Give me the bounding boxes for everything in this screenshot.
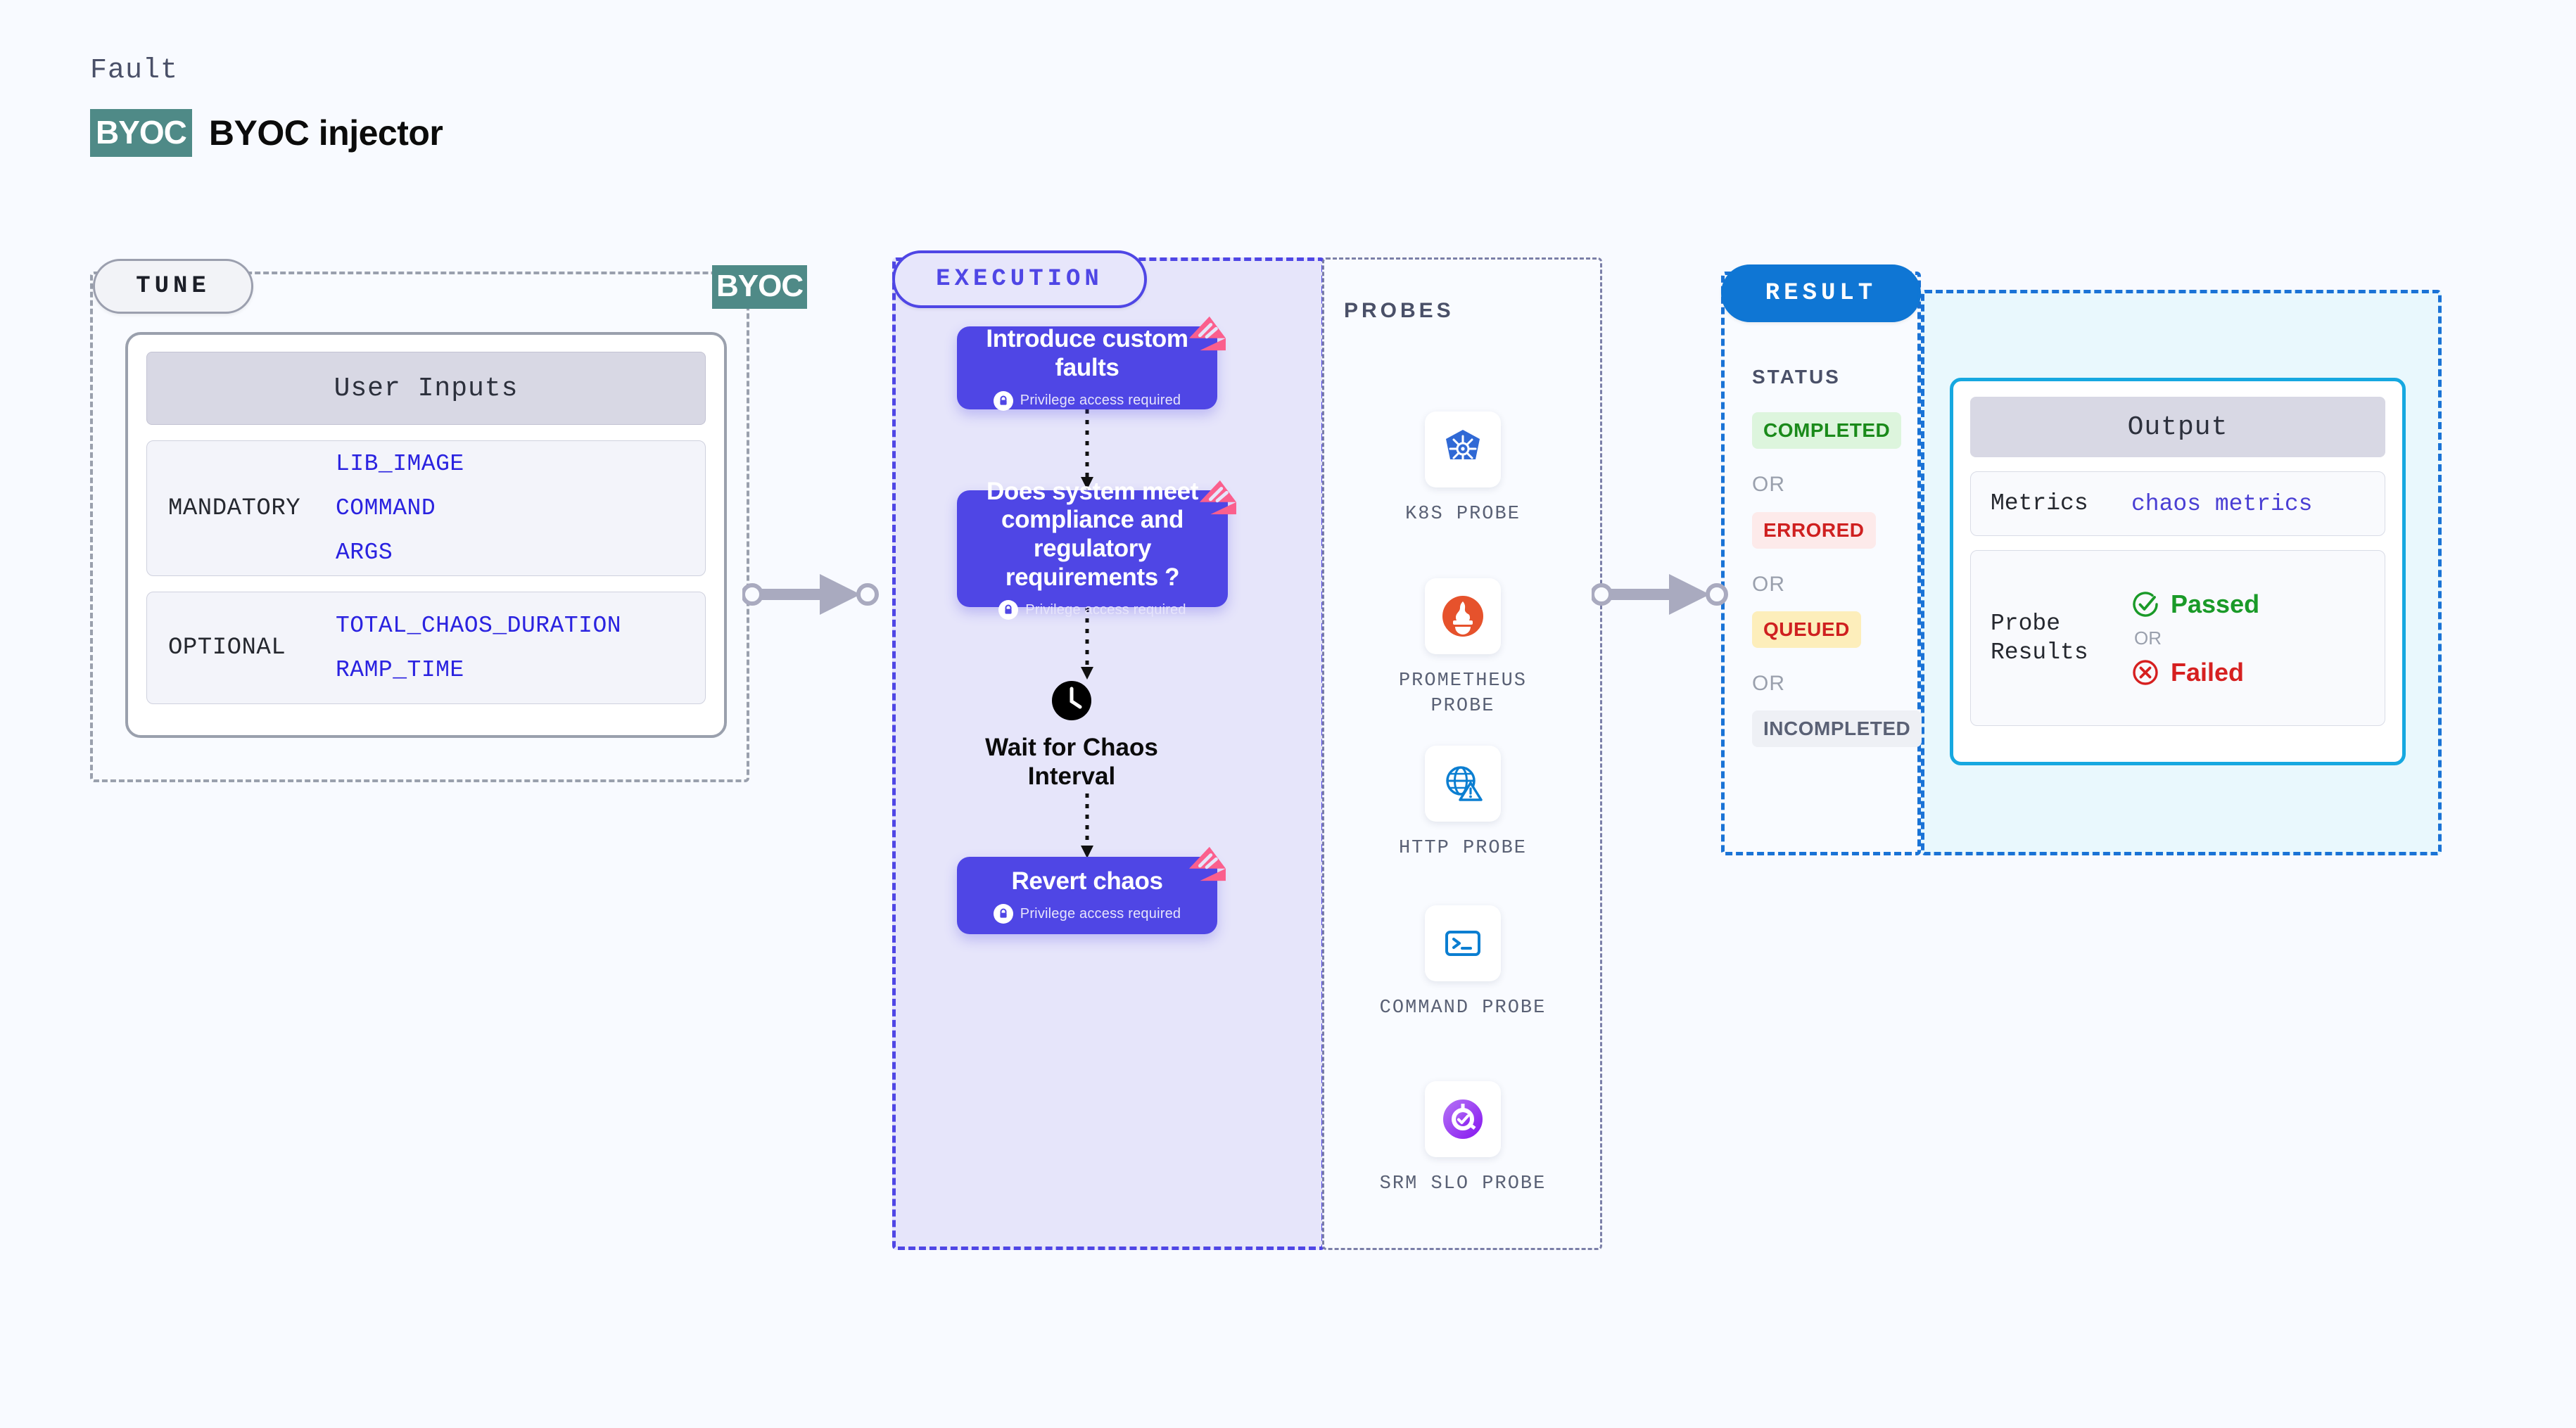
probe-tile — [1425, 412, 1501, 487]
probe-label: HTTP PROBE — [1398, 838, 1528, 859]
http-globe-icon — [1446, 766, 1483, 801]
status-badge-incompleted: INCOMPLETED — [1752, 710, 1922, 747]
node-privilege-note: Privilege access required — [998, 600, 1186, 620]
probe-srm-slo[interactable]: SRM SLO PROBE — [1368, 1081, 1558, 1197]
probe-result-or: OR — [2134, 627, 2162, 649]
litmus-chaos-badge-icon — [1199, 480, 1236, 515]
output-metrics-row: Metrics chaos metrics — [1970, 471, 2385, 536]
execution-region — [892, 257, 1325, 1250]
input-total-chaos-duration[interactable]: TOTAL_CHAOS_DURATION — [336, 613, 622, 639]
output-metrics-key: Metrics — [1991, 490, 2088, 517]
probe-http[interactable]: HTTP PROBE — [1368, 746, 1558, 861]
output-card: Output Metrics chaos metrics Probe Resul… — [1950, 378, 2406, 765]
status-badge-queued: QUEUED — [1752, 611, 1861, 648]
probe-tile — [1425, 1081, 1501, 1157]
check-circle-icon — [2133, 591, 2158, 617]
probe-result-failed-label: Failed — [2171, 657, 2245, 687]
input-ramp-time[interactable]: RAMP_TIME — [336, 657, 464, 683]
execution-section-label: EXECUTION — [892, 250, 1147, 308]
probe-tile — [1425, 578, 1501, 654]
output-probe-results-key: Probe Results — [1991, 610, 2088, 665]
node-compliance-check[interactable]: Does system meet compliance and regulato… — [957, 478, 1236, 620]
arrow-node1-node2 — [1081, 409, 1093, 490]
node-privilege-text: Privilege access required — [1025, 601, 1186, 618]
status-or-2: OR — [1752, 672, 1785, 695]
node-privilege-text: Privilege access required — [1020, 393, 1181, 409]
x-circle-icon — [2133, 659, 2158, 685]
litmus-chaos-badge-icon — [1188, 316, 1226, 351]
output-probe-results-row: Probe Results Passed OR Failed — [1970, 550, 2385, 726]
probe-result-failed: Failed — [2131, 658, 2259, 687]
input-args[interactable]: ARGS — [336, 540, 393, 566]
kubernetes-icon — [1446, 430, 1480, 463]
node-wait-for-chaos-interval: Wait for Chaos Interval — [985, 734, 1158, 791]
tune-section-label: TUNE — [93, 259, 253, 314]
optional-group: OPTIONAL TOTAL_CHAOS_DURATION RAMP_TIME — [146, 592, 706, 704]
node-revert-chaos[interactable]: Revert chaos Privilege access required — [957, 846, 1226, 934]
lock-icon — [993, 904, 1013, 924]
probe-label: PROMETHEUS PROBE — [1398, 670, 1528, 718]
output-metrics-value[interactable]: chaos metrics — [2131, 490, 2313, 517]
prometheus-icon — [1442, 596, 1483, 637]
node-privilege-note: Privilege access required — [993, 390, 1181, 411]
probe-command[interactable]: COMMAND PROBE — [1368, 905, 1558, 1021]
clock-icon — [1052, 681, 1091, 720]
lock-icon — [998, 600, 1019, 620]
probe-label: SRM SLO PROBE — [1379, 1173, 1547, 1194]
user-inputs-card: User Inputs MANDATORY LIB_IMAGE COMMAND … — [125, 332, 727, 738]
mandatory-label: MANDATORY — [168, 495, 301, 522]
lock-icon — [993, 390, 1013, 411]
input-command[interactable]: COMMAND — [336, 495, 436, 521]
probe-tile — [1425, 746, 1501, 822]
status-or-1: OR — [1752, 573, 1785, 596]
srm-slo-icon — [1443, 1099, 1483, 1139]
status-region — [1721, 272, 1921, 855]
fault-eyebrow: Fault — [90, 55, 179, 87]
node-title: Introduce custom faults — [986, 325, 1188, 381]
optional-label: OPTIONAL — [168, 635, 286, 661]
mandatory-group: MANDATORY LIB_IMAGE COMMAND ARGS — [146, 440, 706, 576]
probes-section-label: PROBES — [1344, 299, 1454, 322]
probe-result-passed-label: Passed — [2171, 589, 2260, 618]
probe-label: K8S PROBE — [1405, 504, 1521, 525]
arrow-wait-revert — [1081, 793, 1093, 858]
probe-result-passed: Passed — [2131, 589, 2259, 619]
probe-tile — [1425, 905, 1501, 981]
user-inputs-header: User Inputs — [146, 352, 706, 425]
node-privilege-note: Privilege access required — [993, 904, 1181, 924]
page-title-text: BYOC injector — [208, 113, 443, 153]
input-lib-image[interactable]: LIB_IMAGE — [336, 451, 464, 477]
status-badge-completed: COMPLETED — [1752, 412, 1902, 449]
connector-tune-execution — [742, 574, 879, 615]
byoc-chip: BYOC — [90, 109, 192, 157]
result-section-label: RESULT — [1721, 264, 1921, 322]
byoc-tag: BYOC — [712, 265, 808, 309]
probe-prometheus[interactable]: PROMETHEUS PROBE — [1368, 578, 1558, 720]
status-badge-errored: ERRORED — [1752, 512, 1876, 549]
arrow-node2-wait — [1081, 608, 1093, 680]
output-header: Output — [1970, 397, 2385, 457]
node-title: Does system meet compliance and regulato… — [986, 477, 1198, 591]
node-privilege-text: Privilege access required — [1020, 905, 1181, 922]
probe-label: COMMAND PROBE — [1379, 997, 1547, 1019]
probe-k8s[interactable]: K8S PROBE — [1368, 412, 1558, 527]
connector-execution-result — [1592, 574, 1728, 615]
status-or-0: OR — [1752, 473, 1785, 496]
page-title: BYOC BYOC injector — [90, 109, 443, 157]
status-title: STATUS — [1752, 366, 1841, 388]
node-title: Revert chaos — [1011, 867, 1163, 895]
litmus-chaos-badge-icon — [1188, 846, 1226, 881]
node-introduce-custom-faults[interactable]: Introduce custom faults Privilege access… — [957, 316, 1226, 411]
terminal-icon — [1445, 931, 1480, 956]
